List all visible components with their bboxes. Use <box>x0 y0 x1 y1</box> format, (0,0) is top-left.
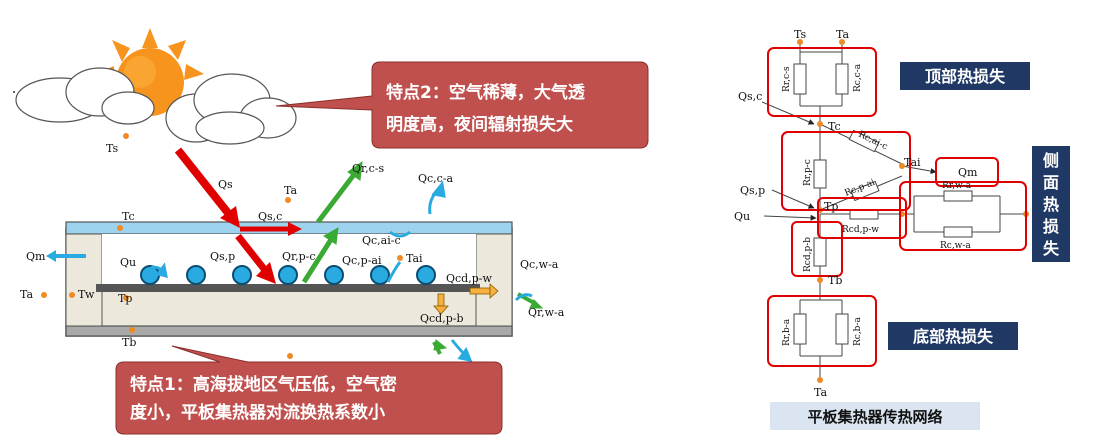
bottom-insulation <box>65 325 513 337</box>
absorber-plate <box>96 284 480 292</box>
label-qr-p-c: Qr,p-c <box>282 250 315 263</box>
resistor-rcd-p-b <box>813 237 827 267</box>
tube <box>370 265 390 285</box>
net-ta-bottom: Ta <box>814 386 827 399</box>
resistor-rc-b-a <box>835 313 849 345</box>
callout-2-line-1: 特点2：空气稀薄，大气透 <box>386 82 586 103</box>
side-char-1: 侧 <box>1043 151 1059 170</box>
side-char-4: 损 <box>1043 217 1059 236</box>
label-qc-p-ai: Qc,p-ai <box>342 254 382 267</box>
label-tc: Tc <box>122 210 135 223</box>
right-wall <box>475 233 513 327</box>
label-qcd-p-b: Qcd,p-b <box>420 312 464 325</box>
temperature-points <box>41 133 403 359</box>
top-heat-loss-label: 顶部热损失 <box>925 67 1006 86</box>
label-qc-ca: Qc,c-a <box>418 172 454 185</box>
tube <box>186 265 206 285</box>
net-qs-p: Qs,p <box>740 184 765 197</box>
resistor-rcd-p-w <box>849 209 879 220</box>
bottom-heat-loss-box: 底部热损失 <box>888 322 1018 350</box>
tube <box>324 265 344 285</box>
net-rr-w-a: Rr,w-a <box>942 181 972 191</box>
net-rc-b-a: Rc,b-a <box>853 317 863 346</box>
callout-1-line-1: 特点1：高海拔地区气压低，空气密 <box>130 374 397 395</box>
net-qs-c: Qs,c <box>738 90 762 103</box>
resistor-rr-cs <box>793 63 807 95</box>
label-qs-c: Qs,c <box>258 210 282 223</box>
resistor-rr-p-c <box>813 159 827 189</box>
cloud-icon <box>165 73 297 145</box>
label-tb: Tb <box>122 336 136 349</box>
net-rcd-p-b: Rcd,p-b <box>803 237 813 272</box>
label-ta-top: Ta <box>284 184 297 197</box>
net-qm: Qm <box>958 166 978 179</box>
label-qr-cs: Qr,c-s <box>352 162 384 175</box>
conduction-arrows <box>433 283 499 315</box>
label-qu: Qu <box>120 256 136 269</box>
label-tw: Tw <box>78 288 95 301</box>
callout-1-line-2: 度小，平板集热器对流换热系数小 <box>130 402 385 423</box>
net-rc-w-a: Rc,w-a <box>940 241 971 251</box>
label-qs-p: Qs,p <box>210 250 235 263</box>
net-qu: Qu <box>734 210 750 223</box>
stray-dot <box>13 91 15 93</box>
resistor-rc-ai-c <box>848 129 880 153</box>
resistor-rc-w-a <box>943 226 973 238</box>
label-qs: Qs <box>218 178 233 191</box>
callout-2-line-2: 明度高，夜间辐射损失大 <box>386 114 573 135</box>
tube <box>278 265 298 285</box>
callout-feature-2: 特点2：空气稀薄，大气透 明度高，夜间辐射损失大 <box>275 61 649 149</box>
label-tai: Tai <box>406 252 423 265</box>
resistors <box>793 63 973 345</box>
side-char-3: 热 <box>1043 195 1059 214</box>
network-title: 平板集热器传热网络 <box>807 408 942 426</box>
cloud-icon <box>15 67 155 125</box>
network-title-box: 平板集热器传热网络 <box>770 402 980 430</box>
tube <box>416 265 436 285</box>
net-tb: Tb <box>828 274 842 287</box>
resistor-rr-b-a <box>793 313 807 345</box>
top-heat-loss-box: 顶部热损失 <box>900 62 1030 90</box>
net-tc: Tc <box>828 120 841 133</box>
convection-arrows <box>144 180 533 363</box>
tube <box>232 265 252 285</box>
net-rcd-p-w: Rcd,p-w <box>842 225 879 235</box>
label-qcd-p-w: Qcd,p-w <box>446 272 492 285</box>
left-wall <box>65 233 103 327</box>
highlight-boxes <box>767 47 1027 367</box>
label-ta-left: Ta <box>20 288 33 301</box>
resistor-rc-ca <box>835 63 849 95</box>
net-tp: Tp <box>824 200 838 213</box>
resistor-rc-p-ai <box>850 180 880 202</box>
label-ts: Ts <box>106 142 119 155</box>
net-rr-b-a: Rr,b-a <box>782 318 792 346</box>
radiation-loss-arrows <box>301 160 544 355</box>
side-heat-loss-box: 侧 面 热 损 失 <box>1032 146 1070 262</box>
net-tai: Tai <box>904 156 921 169</box>
net-ts: Ts <box>794 28 807 41</box>
bottom-heat-loss-label: 底部热损失 <box>913 327 994 346</box>
label-qm: Qm <box>26 250 46 263</box>
side-char-2: 面 <box>1043 173 1059 192</box>
label-qc-w-a: Qc,w-a <box>520 258 559 271</box>
resistor-rr-w-a <box>943 190 973 202</box>
net-rr-cs: Rr,c-s <box>782 66 792 92</box>
callout-feature-1: 特点1：高海拔地区气压低，空气密 度小，平板集热器对流换热系数小 <box>115 345 503 435</box>
label-tp: Tp <box>118 292 132 305</box>
collector-labels: Ts Qs Ta Qr,c-s Qc,c-a Tc Qs,c Qc,ai-c Q… <box>20 142 565 349</box>
side-char-5: 失 <box>1043 239 1060 258</box>
label-qc-ai-c: Qc,ai-c <box>362 234 401 247</box>
net-rc-ca: Rc,c-a <box>853 63 863 92</box>
net-ta-top: Ta <box>836 28 849 41</box>
label-qr-w-a: Qr,w-a <box>528 306 565 319</box>
solar-radiation-arrows <box>174 147 302 284</box>
net-rr-p-c: Rr,p-c <box>803 159 813 186</box>
fluid-tubes <box>140 265 436 285</box>
qm-arrowhead <box>46 250 56 262</box>
